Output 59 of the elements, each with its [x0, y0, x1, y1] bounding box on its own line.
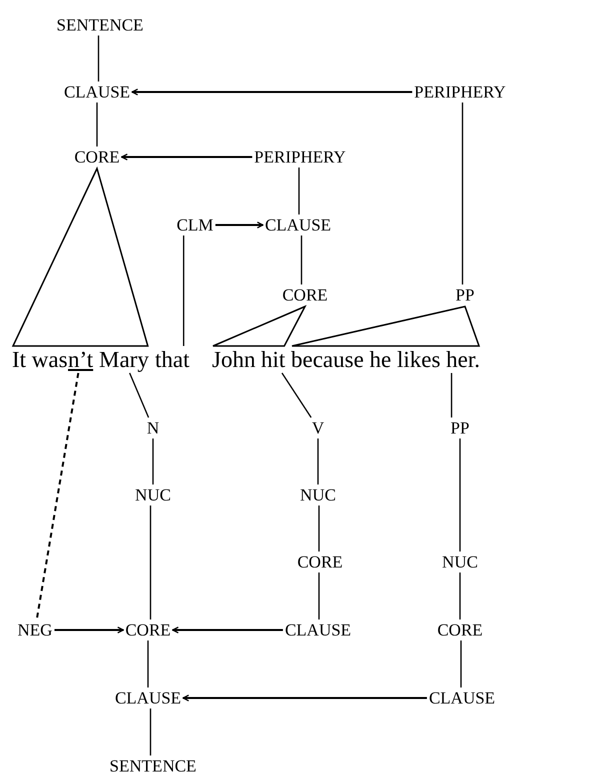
tree-branch — [318, 572, 320, 620]
node-label: SENTENCE — [56, 16, 144, 34]
tree-branch — [450, 373, 452, 418]
sentence-word: John — [212, 348, 256, 371]
node-label: V — [312, 420, 324, 436]
tree-branch — [147, 640, 149, 688]
node-label: CLM — [176, 216, 214, 234]
tree-branch — [318, 506, 320, 552]
arrow — [131, 88, 412, 96]
node-label: CORE — [297, 554, 343, 570]
tree-branch — [462, 102, 464, 284]
arrow — [172, 626, 283, 634]
arrow — [54, 626, 124, 634]
node-label: CLAUSE — [264, 216, 332, 234]
dashed-line — [36, 372, 80, 620]
abbreviation-triangle — [291, 306, 480, 347]
node-label: CLAUSE — [428, 690, 496, 706]
sentence-word: It was — [12, 348, 68, 371]
tree-branch — [182, 236, 184, 346]
tree-branch — [460, 640, 462, 688]
tree-branch — [281, 372, 312, 418]
tree-branch — [98, 36, 100, 82]
arrow — [215, 222, 264, 228]
sentence-word: because he likes her. — [291, 348, 480, 371]
node-label: PERIPHERY — [414, 84, 506, 100]
sentence-word: hit — [261, 348, 286, 371]
tree-branch — [150, 708, 152, 756]
node-label: NUC — [300, 486, 336, 504]
node-label: CLAUSE — [114, 690, 182, 706]
tree-branch — [152, 438, 154, 484]
node-label: PP — [450, 420, 470, 436]
node-label: CORE — [125, 622, 171, 638]
tree-branch — [459, 438, 461, 552]
node-label: CLAUSE — [64, 84, 130, 100]
tree-branch — [150, 506, 152, 620]
node-label: CORE — [74, 148, 120, 166]
node-label: CLAUSE — [284, 622, 352, 638]
tree-branch — [459, 572, 461, 620]
tree-branch — [129, 372, 150, 418]
sentence-word: n’t — [68, 348, 94, 371]
node-label: CORE — [282, 286, 328, 304]
abbreviation-triangle — [212, 304, 307, 347]
node-label: NEG — [18, 622, 52, 638]
arrow — [182, 694, 427, 702]
node-label: NUC — [135, 486, 171, 504]
node-label: SENTENCE — [110, 758, 196, 774]
node-label: PERIPHERY — [254, 148, 346, 166]
tree-branch — [317, 438, 319, 484]
node-label: N — [146, 420, 160, 436]
node-label: CORE — [437, 622, 483, 638]
sentence-word: that — [155, 348, 190, 371]
node-label: PP — [456, 286, 474, 304]
tree-branch — [298, 168, 300, 214]
abbreviation-triangle — [12, 166, 149, 347]
tree-branch — [300, 236, 302, 284]
sentence-word: Mary — [99, 348, 149, 371]
node-label: NUC — [442, 554, 478, 570]
tree-branch — [96, 102, 98, 146]
arrow — [121, 154, 252, 160]
